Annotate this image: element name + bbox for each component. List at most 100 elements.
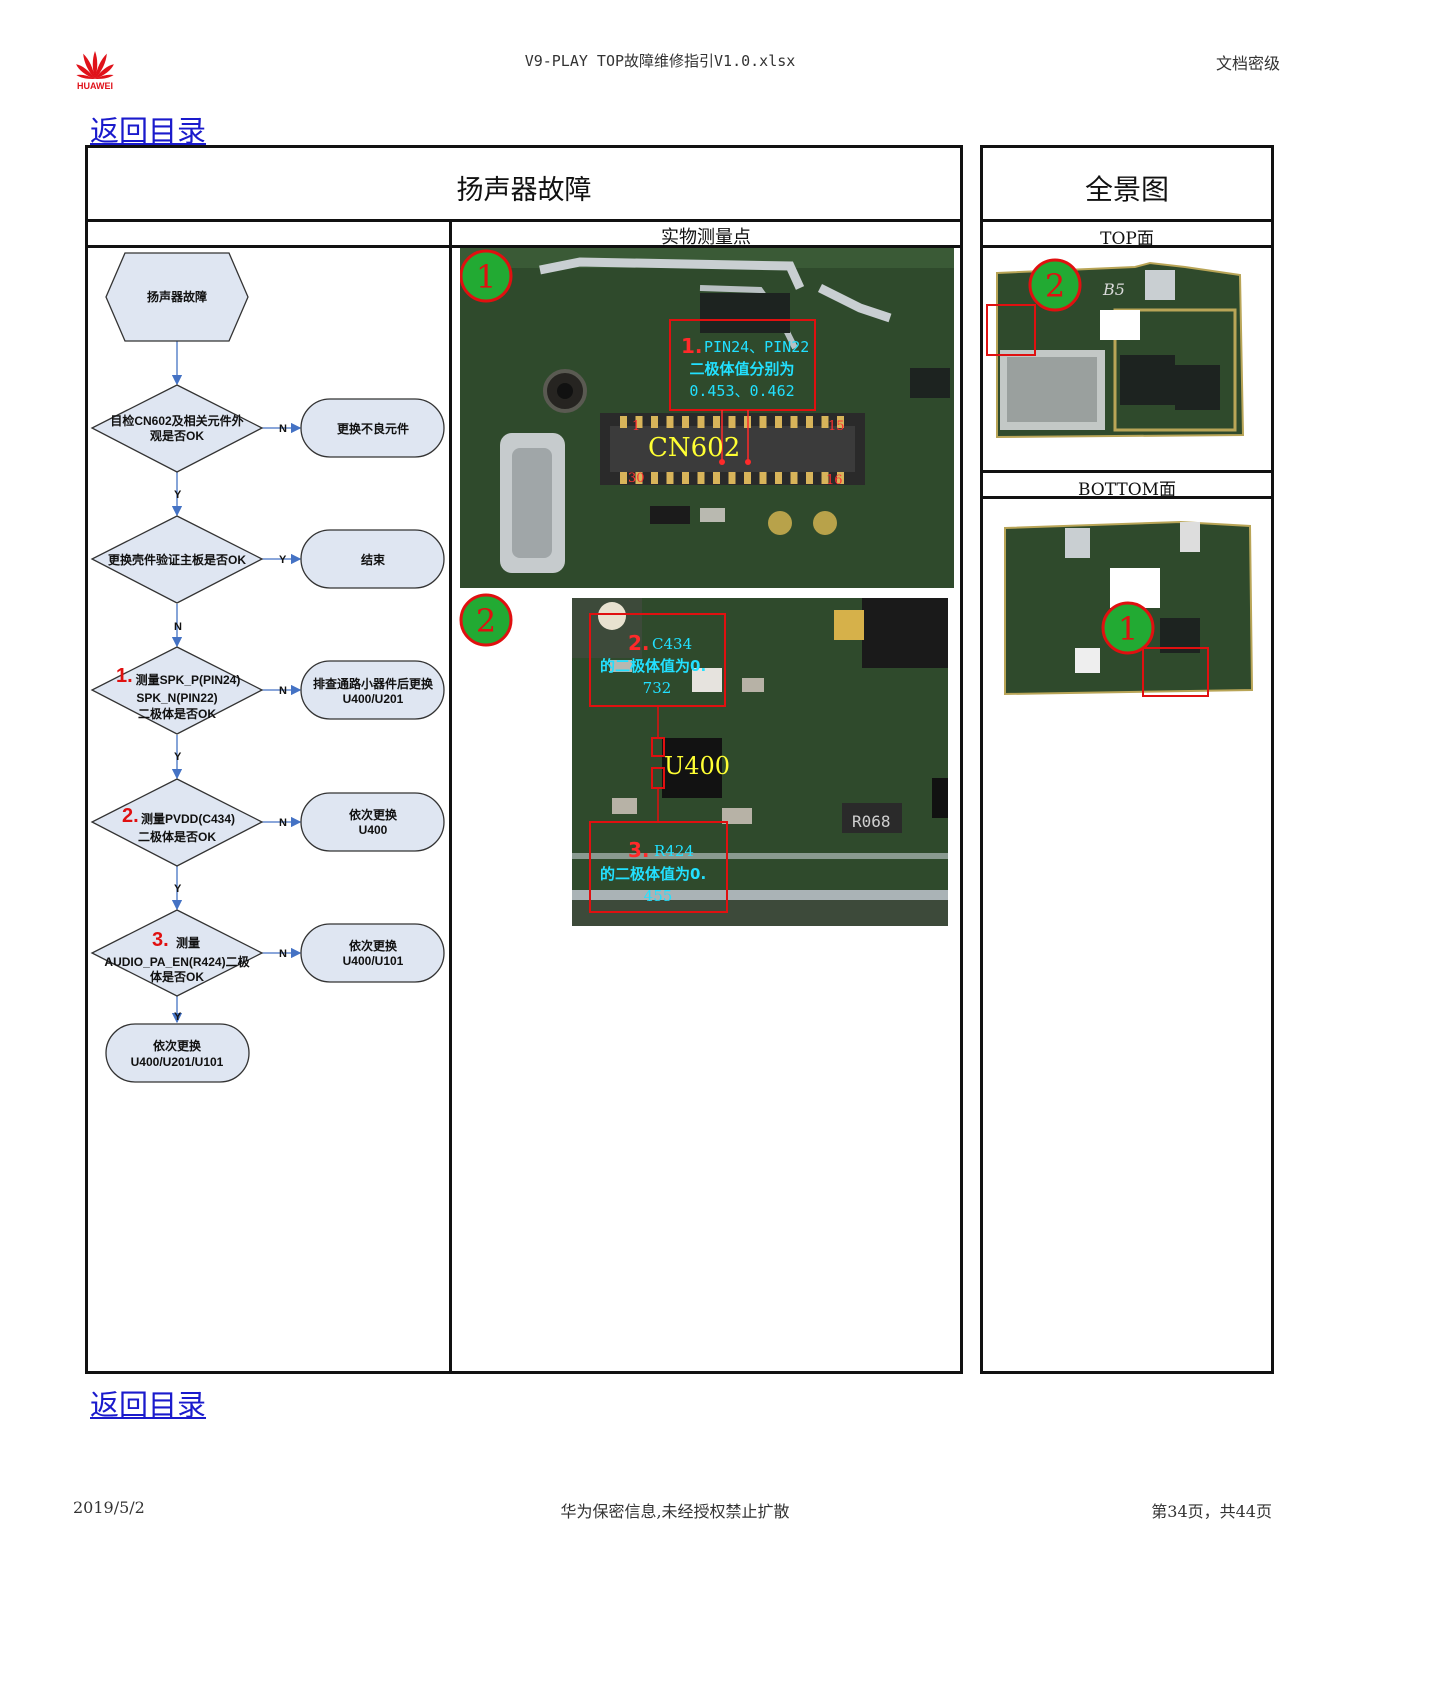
flow-end-text: U400/U201/U101: [131, 1055, 224, 1069]
divider: [85, 219, 963, 222]
back-to-toc-link-top[interactable]: 返回目录: [90, 114, 207, 148]
measure-note: C434: [652, 635, 692, 653]
flow-action-4-text: U400: [359, 823, 388, 837]
connector-pin: [837, 416, 844, 428]
measure-step-number: 2.: [628, 631, 650, 655]
connector-pin: [666, 472, 674, 484]
connector-pin: [635, 416, 643, 428]
flow-start-text: 扬声器故障: [147, 289, 207, 304]
connector-pin: [806, 472, 813, 484]
connector-pin: [821, 416, 829, 428]
flow-action-1-text: 更换不良元件: [337, 421, 409, 436]
back-to-toc-link-bottom[interactable]: 返回目录: [90, 1388, 207, 1422]
flow-action-3-text: 排查通路小器件后更换: [313, 676, 434, 691]
location-box: [1142, 647, 1209, 697]
connector-pin: [682, 416, 689, 428]
step-number-1: 1.: [116, 665, 133, 687]
marker-number: 2: [476, 602, 496, 640]
marker-badge: [1028, 258, 1082, 312]
flow-end-node: [105, 1023, 250, 1083]
connector-pin: [666, 416, 674, 428]
measure-note: 732: [643, 679, 672, 697]
flow-decision-5-text: 体是否OK: [150, 969, 204, 984]
measure-highlight-box: [669, 319, 816, 411]
footer-page-number: 第34页，共44页: [1151, 1502, 1272, 1521]
flow-decision-3-text: SPK_N(PIN22): [136, 691, 217, 705]
connector-pin: [806, 416, 813, 428]
huawei-logo-icon: [76, 51, 114, 80]
document-title: V9-PLAY TOP故障维修指引V1.0.xlsx: [524, 52, 796, 70]
marker-number: 1: [1118, 610, 1138, 648]
flow-decision-1-text: 观是否OK: [150, 429, 204, 443]
flow-action-2-text: 结束: [361, 552, 386, 567]
marker-number: 2: [1045, 267, 1065, 305]
repair-flowchart: 扬声器故障 目检CN602及相关元件外 观是否OK 更换不良元件 更换壳件验证主…: [90, 252, 445, 1083]
measure-step-number: 1.: [681, 334, 703, 358]
flow-connectors: [171, 341, 302, 1024]
shield-frame: [539, 257, 805, 290]
flow-label-no: N: [174, 621, 182, 633]
marker-badge: [460, 249, 513, 303]
measure-note: 0.453、0.462: [689, 382, 794, 400]
flow-decision-5: [90, 909, 264, 997]
pin-label: 30: [628, 471, 645, 486]
pin-label: 1: [632, 419, 640, 434]
flow-label-yes: Y: [174, 751, 182, 763]
chip-label: U400: [664, 752, 730, 780]
divider: [980, 496, 1274, 499]
measure-note: 的二极体值为0.: [600, 865, 706, 883]
flow-label-yes: Y: [174, 1011, 182, 1023]
footer-date: 2019/5/2: [73, 1498, 145, 1517]
flow-label-yes: Y: [174, 489, 182, 501]
connector-pin: [837, 472, 844, 484]
connector-pin: [728, 472, 736, 484]
marker-number: 1: [476, 258, 496, 296]
measure-note: R424: [654, 842, 694, 860]
flow-action-2: [300, 529, 445, 589]
measure-note: PIN24、PIN22: [704, 338, 809, 356]
brand-name: HUAWEI: [77, 81, 113, 91]
flow-decision-3-text: 测量SPK_P(PIN24): [136, 672, 241, 687]
measure-photo-2: R068 2. C434 的二极体值为0. 732 U400 3. R424 的…: [572, 598, 948, 926]
top-side-label: TOP面: [1100, 229, 1154, 249]
flow-decision-2: [90, 515, 264, 604]
flow-decision-2-text: 更换壳件验证主板是否OK: [108, 552, 246, 567]
flow-label-yes: Y: [174, 883, 182, 895]
overview-bottom-board: 1: [1004, 520, 1254, 697]
connector-pin: [744, 472, 751, 484]
silk-label: B5: [1102, 280, 1125, 299]
flow-label-yes: Y: [279, 554, 287, 566]
connector-pin: [635, 472, 643, 484]
flow-action-5-text: U400/U101: [343, 954, 404, 968]
divider: [980, 219, 1274, 222]
resistor-label: R068: [852, 812, 891, 831]
connector-pin: [651, 416, 658, 428]
connector-pin: [713, 472, 720, 484]
flow-decision-4-text: 二极体是否OK: [138, 829, 216, 844]
flow-action-4: [300, 792, 445, 852]
connector-pin: [775, 472, 782, 484]
flow-decision-1: [90, 384, 264, 473]
measure-note: 的二极体值为0.: [600, 657, 706, 675]
photo-2-marker: 2: [459, 593, 513, 647]
flow-action-5: [300, 923, 445, 983]
main-table: [85, 145, 963, 1374]
connector-pin: [682, 472, 689, 484]
flow-decision-5-text: 测量: [176, 935, 200, 950]
flow-decision-4: [90, 778, 264, 867]
measure-highlight-box: [589, 821, 728, 913]
connector-pin: [620, 472, 627, 484]
classification-label: 文档密级: [1215, 54, 1280, 73]
measure-note: 455: [644, 887, 673, 905]
connector-pin: [790, 416, 798, 428]
connector-pin: [775, 416, 782, 428]
connector-pin: [759, 416, 767, 428]
u400-chip: [662, 738, 722, 798]
connector-label: CN602: [648, 433, 740, 463]
flow-label-no: N: [279, 948, 287, 960]
connector-pin: [759, 472, 767, 484]
connector-pin: [713, 416, 720, 428]
divider: [980, 245, 1274, 248]
measure-points-title: 实物测量点: [661, 227, 751, 248]
connector-pin: [821, 472, 829, 484]
